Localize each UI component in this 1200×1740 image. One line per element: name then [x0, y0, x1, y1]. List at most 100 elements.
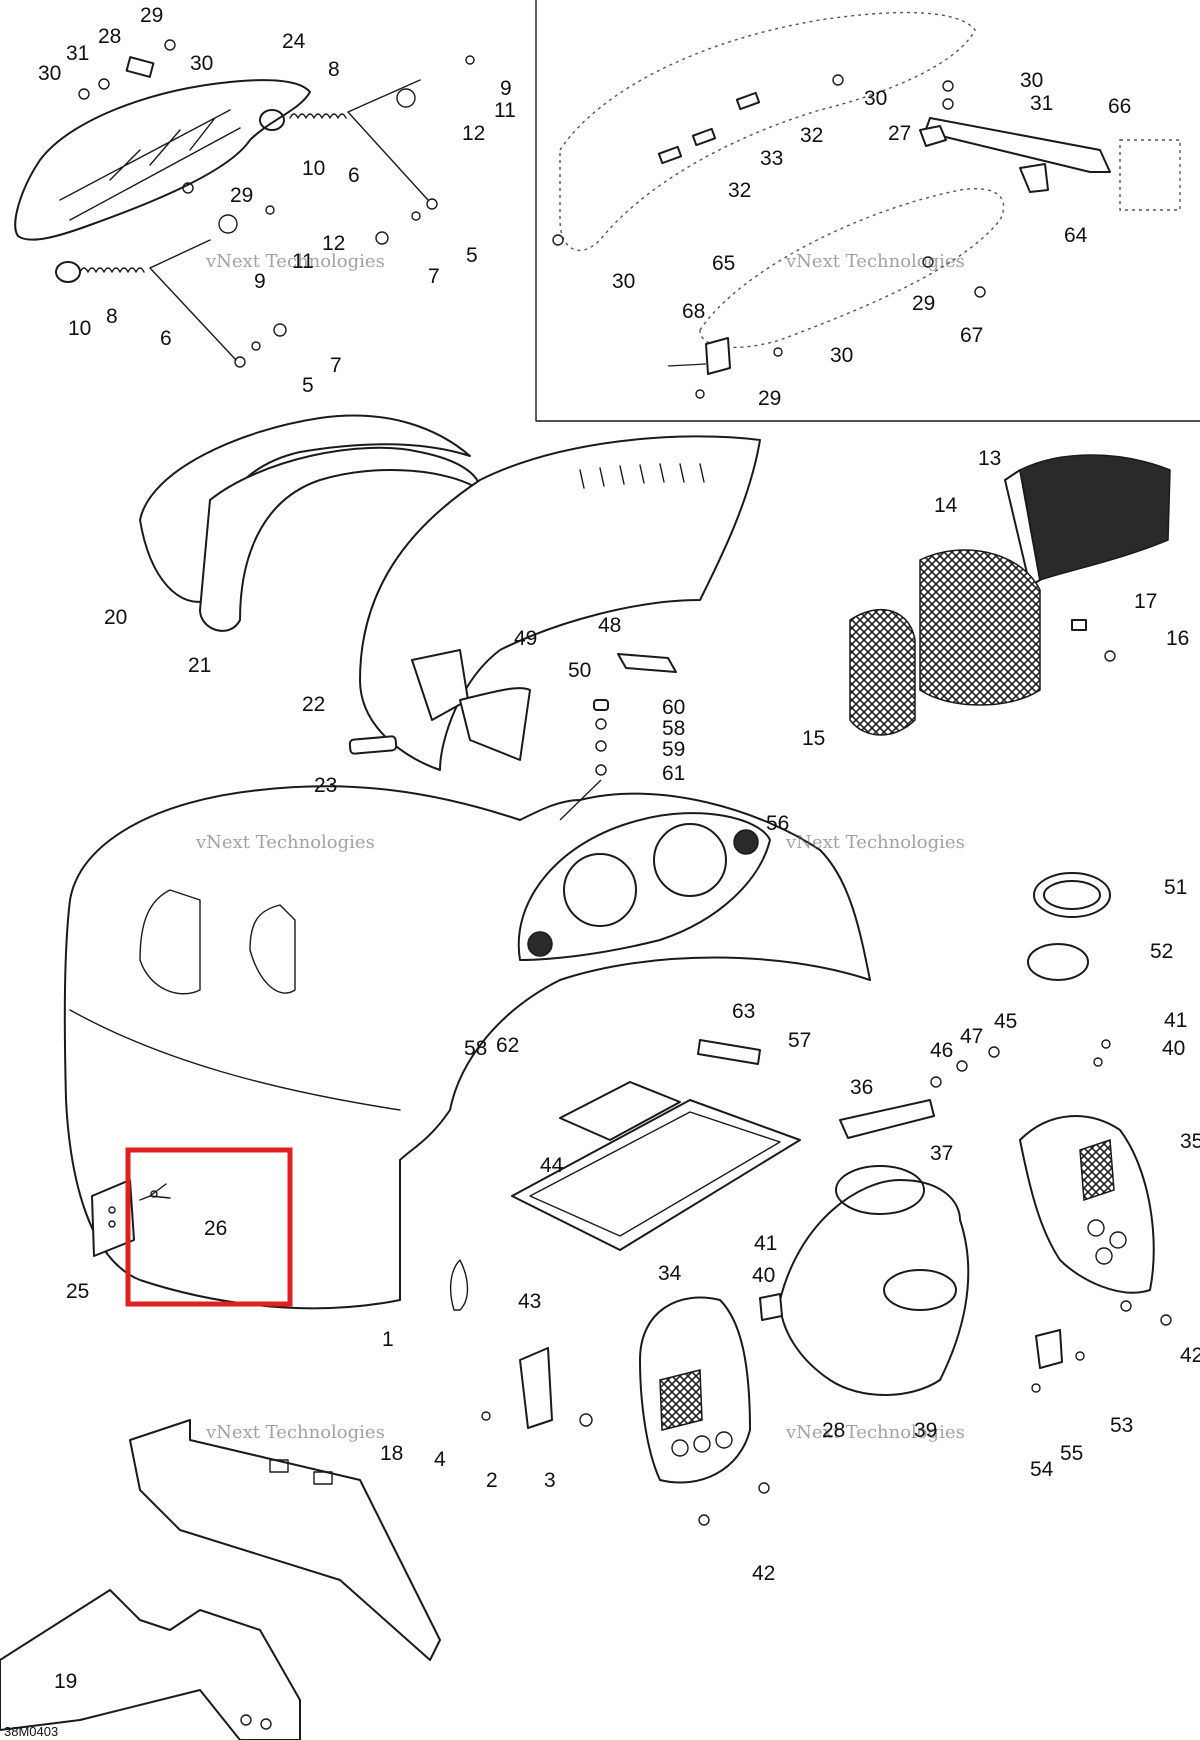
reflector-18	[129, 1419, 441, 1661]
gauge-panel-56	[517, 812, 771, 961]
reflector-19	[0, 1589, 301, 1740]
callout-25: 25	[66, 1280, 89, 1303]
callout-5: 5	[302, 374, 314, 397]
callout-54: 54	[1030, 1458, 1054, 1481]
callout-52: 52	[1150, 940, 1173, 963]
drawing-code: 38M0403	[4, 1724, 58, 1739]
callout-32: 32	[728, 179, 751, 202]
callout-39: 39	[914, 1419, 937, 1442]
watermark-text: vNext Technologies	[785, 832, 965, 853]
cover-57	[697, 1039, 761, 1065]
callout-28: 28	[98, 25, 121, 48]
callout-51: 51	[1164, 876, 1187, 899]
callout-22: 22	[302, 693, 325, 716]
callout-11: 11	[292, 250, 314, 273]
callout-37: 37	[930, 1142, 953, 1165]
callout-12: 12	[462, 122, 485, 145]
pad-44	[559, 1081, 681, 1141]
callout-45: 45	[994, 1010, 1017, 1033]
clips-16-17	[1071, 619, 1116, 662]
callout-31: 31	[1030, 92, 1053, 115]
intake-13	[1004, 454, 1171, 587]
callout-64: 64	[1064, 224, 1088, 247]
callout-27: 27	[888, 122, 911, 145]
watermark-text: vNext Technologies	[195, 832, 375, 853]
cables-6	[149, 79, 438, 368]
side-panel-38	[639, 1296, 751, 1484]
callout-48: 48	[598, 614, 621, 637]
callout-28: 28	[822, 1419, 845, 1442]
callout-53: 53	[1110, 1414, 1133, 1437]
watermark-layer: vNext Technologies vNext Technologies vNex…	[195, 251, 965, 1443]
bumper-phantom	[559, 11, 1181, 349]
callout-49: 49	[514, 627, 537, 650]
watermark-text: vNext Technologies	[205, 1422, 385, 1443]
inset-frame	[535, 0, 1200, 422]
callout-10: 10	[68, 317, 91, 340]
callout-7: 7	[330, 354, 342, 377]
callout-24: 24	[282, 30, 306, 53]
callout-6: 6	[160, 327, 172, 350]
callout-31: 31	[66, 42, 89, 65]
callout-47: 47	[960, 1025, 983, 1048]
callout-9: 9	[500, 77, 512, 100]
bracket-24	[14, 56, 311, 241]
pad-23	[348, 735, 398, 755]
callout-30: 30	[1020, 69, 1043, 92]
clip-26	[139, 1183, 171, 1201]
latch-53	[1031, 1329, 1085, 1393]
callout-30: 30	[864, 87, 887, 110]
callout-21: 21	[188, 654, 211, 677]
callout-36: 36	[850, 1076, 873, 1099]
callout-30: 30	[38, 62, 61, 85]
callout-58: 58	[662, 717, 685, 740]
callout-7: 7	[428, 265, 440, 288]
inset-hardware	[552, 74, 986, 399]
callout-58: 58	[464, 1037, 487, 1060]
callout-5: 5	[466, 244, 478, 267]
callout-16: 16	[1166, 627, 1189, 650]
callout-23: 23	[314, 774, 337, 797]
callout-12: 12	[322, 232, 345, 255]
side-panel-35	[1019, 1115, 1155, 1294]
windshield-trim-20-21	[139, 414, 481, 632]
callout-41: 41	[1164, 1009, 1187, 1032]
callout-33: 33	[760, 147, 783, 170]
watermark-text: vNext Technologies	[785, 251, 965, 272]
watermark-text: vNext Technologies	[785, 1422, 965, 1443]
callout-32: 32	[800, 124, 823, 147]
callout-63: 63	[732, 1000, 755, 1023]
bracket-25	[91, 1179, 135, 1257]
rivets-42	[698, 1300, 1172, 1526]
callout-46: 46	[930, 1039, 953, 1062]
callout-30: 30	[190, 52, 213, 75]
hardware-top-left	[78, 39, 475, 351]
callout-62: 62	[496, 1034, 519, 1057]
callout-29: 29	[230, 184, 253, 207]
hardware-45-47	[930, 1039, 1111, 1088]
callout-41: 41	[754, 1232, 777, 1255]
callout-40: 40	[1162, 1037, 1185, 1060]
callout-10: 10	[302, 157, 325, 180]
callout-2: 2	[486, 1469, 498, 1492]
callout-13: 13	[978, 447, 1001, 470]
callout-17: 17	[1134, 590, 1157, 613]
bracket-65	[705, 337, 731, 375]
callout-4: 4	[434, 1448, 446, 1471]
callout-3: 3	[544, 1469, 556, 1492]
gasket-52	[1027, 943, 1089, 981]
callout-9: 9	[254, 270, 266, 293]
tray-43	[511, 1099, 801, 1251]
callout-67: 67	[960, 324, 983, 347]
gas-cap-51	[1033, 872, 1111, 918]
panel-49-50	[411, 649, 677, 761]
callout-20: 20	[104, 606, 127, 629]
callout-57: 57	[788, 1029, 811, 1052]
callout-42: 42	[752, 1562, 775, 1585]
windshield-22	[359, 435, 761, 771]
lower-panel-39	[759, 1165, 970, 1396]
vent-15	[849, 609, 916, 736]
springs-8	[55, 109, 347, 283]
callout-59: 59	[662, 738, 685, 761]
